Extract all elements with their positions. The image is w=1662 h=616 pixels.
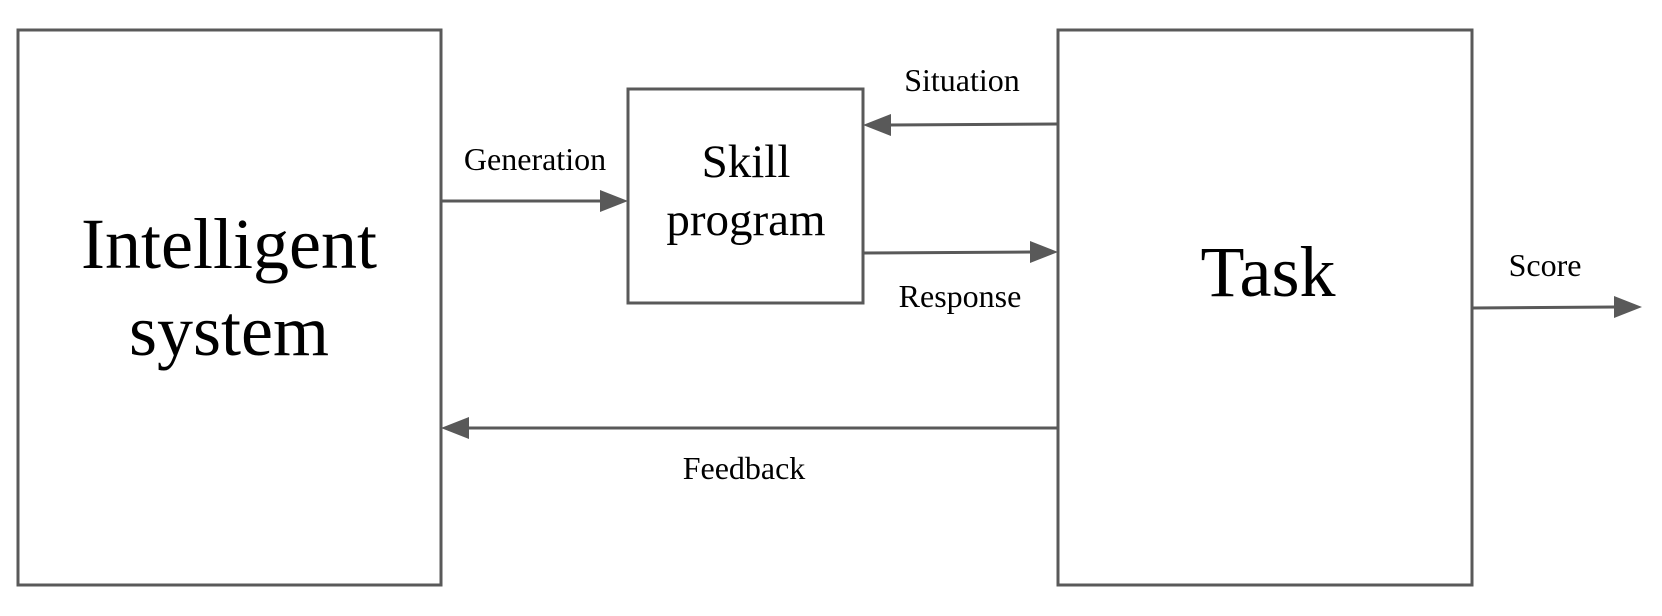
edge-response: Response <box>862 241 1058 314</box>
situation-arrowhead <box>863 114 891 136</box>
response-arrowhead <box>1030 241 1058 263</box>
situation-label: Situation <box>904 62 1020 98</box>
situation-arrow-line <box>888 122 1059 127</box>
skill-program-label-line-1: Skill <box>702 136 791 188</box>
score-label: Score <box>1509 247 1582 283</box>
edge-feedback: Feedback <box>441 417 1058 486</box>
response-arrow-line <box>862 250 1033 255</box>
intelligent-system-label-line-2: system <box>129 291 329 371</box>
feedback-label: Feedback <box>683 450 806 486</box>
skill-program-label-line-2: program <box>666 194 825 246</box>
skill-program-box <box>626 87 865 305</box>
generation-arrowhead <box>600 190 628 212</box>
node-task: Task <box>1056 28 1474 587</box>
edge-situation: Situation <box>863 62 1059 136</box>
node-skill-program: Skill program <box>626 87 865 305</box>
task-box <box>1056 28 1474 587</box>
intelligent-system-label-line-1: Intelligent <box>81 204 377 284</box>
response-label: Response <box>899 278 1022 314</box>
edge-score: Score <box>1471 247 1642 318</box>
score-arrow-line <box>1471 305 1617 310</box>
edge-generation: Generation <box>441 141 628 212</box>
generation-label: Generation <box>464 141 606 177</box>
score-arrowhead <box>1614 296 1642 318</box>
task-label: Task <box>1201 232 1336 312</box>
feedback-arrowhead <box>441 417 469 439</box>
node-intelligent-system: Intelligent system <box>16 28 443 587</box>
intelligent-system-box <box>16 28 443 587</box>
